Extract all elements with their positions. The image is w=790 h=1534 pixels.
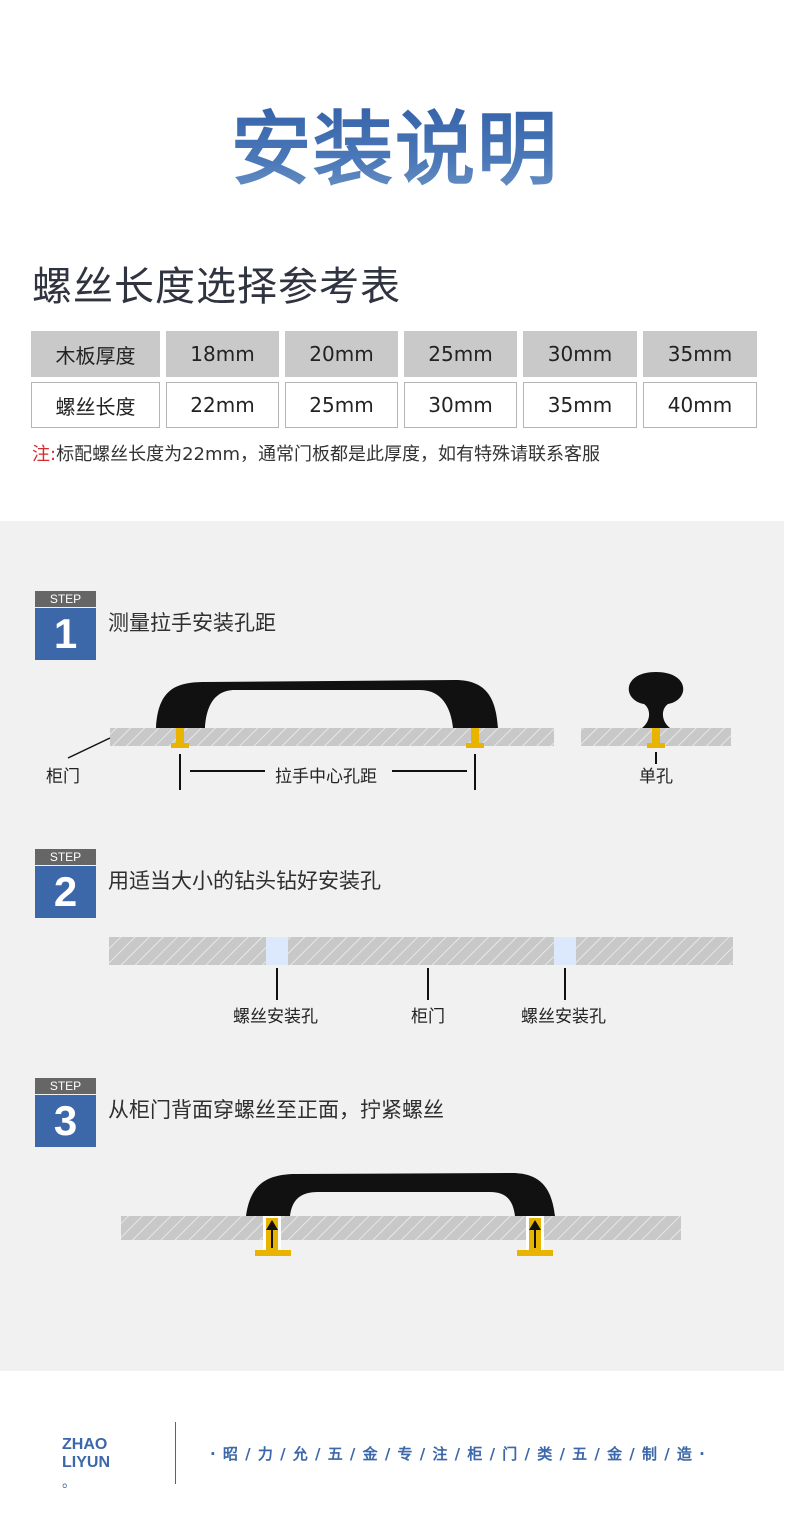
brand-logo: ZHAO LIYUN bbox=[62, 1436, 110, 1472]
screw-right bbox=[471, 728, 479, 746]
step-label: STEP bbox=[35, 591, 96, 607]
step-number: 1 bbox=[35, 608, 96, 660]
table-cell: 22mm bbox=[166, 382, 279, 428]
table-cell: 30mm bbox=[404, 382, 517, 428]
table-header-cell: 20mm bbox=[285, 331, 398, 377]
cabinet-door-label: 柜门 bbox=[46, 767, 80, 787]
cabinet-board bbox=[121, 1216, 681, 1240]
table-cell: 40mm bbox=[643, 382, 757, 428]
step-2-badge: STEP 2 bbox=[35, 849, 96, 918]
table-header-cell: 25mm bbox=[404, 331, 517, 377]
footer-divider bbox=[175, 1422, 176, 1484]
footer bbox=[0, 1371, 790, 1534]
step-label: STEP bbox=[35, 849, 96, 865]
step-2-diagram bbox=[109, 937, 733, 1000]
page-title: 安装说明 bbox=[0, 100, 790, 200]
brand-dot: 。 bbox=[62, 1475, 76, 1491]
screw-length-table: 木板厚度 18mm 20mm 25mm 30mm 35mm 螺丝长度 22mm … bbox=[31, 331, 759, 433]
single-hole-label: 单孔 bbox=[639, 767, 673, 787]
cabinet-board bbox=[110, 728, 554, 746]
brand-line-2: LIYUN bbox=[62, 1454, 110, 1471]
center-distance-label: 拉手中心孔距 bbox=[275, 767, 377, 787]
step-3-badge: STEP 3 bbox=[35, 1078, 96, 1147]
hole-right bbox=[554, 937, 576, 965]
table-header-cell: 35mm bbox=[643, 331, 757, 377]
step-number: 2 bbox=[35, 866, 96, 918]
note-label: 注: bbox=[32, 444, 57, 465]
handle-silhouette bbox=[246, 1173, 555, 1216]
hole-left bbox=[266, 937, 288, 965]
table-cell: 35mm bbox=[523, 382, 637, 428]
table-cell: 25mm bbox=[285, 382, 398, 428]
table-row: 螺丝长度 22mm 25mm 30mm 35mm 40mm bbox=[31, 382, 759, 428]
screw-hole-left-label: 螺丝安装孔 bbox=[233, 1007, 318, 1027]
step-3-diagram bbox=[121, 1173, 681, 1256]
table-header-cell: 30mm bbox=[523, 331, 637, 377]
knob-silhouette bbox=[628, 672, 684, 728]
step-label: STEP bbox=[35, 1078, 96, 1094]
step-3-text: 从柜门背面穿螺丝至正面，拧紧螺丝 bbox=[108, 1098, 444, 1122]
table-header-cell: 木板厚度 bbox=[31, 331, 160, 377]
screw-hole-right-label: 螺丝安装孔 bbox=[521, 1007, 606, 1027]
note: 注:标配螺丝长度为22mm，通常门板都是此厚度，如有特殊请联系客服 bbox=[32, 440, 600, 466]
table-cell: 螺丝长度 bbox=[31, 382, 160, 428]
table-title: 螺丝长度选择参考表 bbox=[32, 264, 401, 310]
step-2-text: 用适当大小的钻头钻好安装孔 bbox=[108, 869, 381, 893]
screw-left bbox=[176, 728, 184, 746]
step-1-badge: STEP 1 bbox=[35, 591, 96, 660]
footer-slogan: · 昭 / 力 / 允 / 五 / 金 / 专 / 注 / 柜 / 门 / 类 … bbox=[210, 1445, 706, 1463]
note-text: 标配螺丝长度为22mm，通常门板都是此厚度，如有特殊请联系客服 bbox=[56, 444, 601, 465]
cabinet-board bbox=[109, 937, 733, 965]
step-1-diagram bbox=[67, 672, 731, 790]
step-1-text: 测量拉手安装孔距 bbox=[108, 611, 276, 635]
step-number: 3 bbox=[35, 1095, 96, 1147]
handle-silhouette bbox=[156, 680, 498, 728]
table-header-row: 木板厚度 18mm 20mm 25mm 30mm 35mm bbox=[31, 331, 759, 377]
table-header-cell: 18mm bbox=[166, 331, 279, 377]
cabinet-door-label: 柜门 bbox=[411, 1007, 445, 1027]
brand-line-1: ZHAO bbox=[62, 1436, 108, 1453]
